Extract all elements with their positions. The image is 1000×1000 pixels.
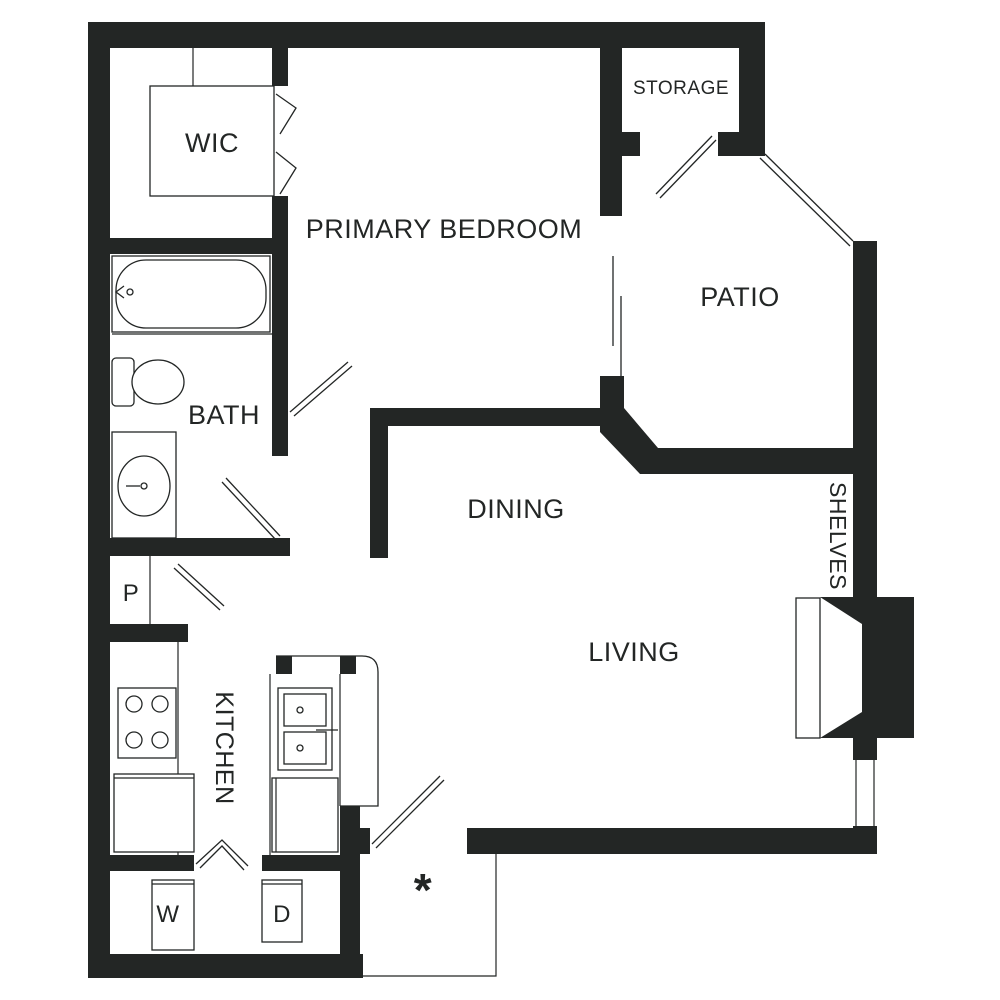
wic-shelving	[149, 48, 275, 197]
double-sink-icon	[277, 687, 338, 771]
toilet-icon	[111, 357, 185, 407]
tub-icon	[111, 255, 271, 333]
fireplace-icon	[795, 597, 821, 739]
sink-icon	[111, 431, 177, 539]
room-label-primary-bedroom: PRIMARY BEDROOM	[306, 214, 583, 244]
room-label-storage: STORAGE	[633, 78, 729, 99]
entry-marker: *	[414, 864, 432, 916]
room-label-bath: BATH	[188, 400, 260, 430]
room-label-washer: W	[156, 901, 179, 928]
room-label-dryer: D	[273, 901, 291, 928]
room-label-shelves: SHELVES	[825, 482, 851, 590]
washer	[151, 879, 195, 951]
doors	[173, 93, 875, 977]
room-label-patio: PATIO	[700, 282, 780, 312]
room-label-pantry: P	[123, 580, 140, 607]
room-label-dining: DINING	[467, 494, 565, 524]
room-label-kitchen: KITCHEN	[210, 691, 238, 804]
room-label-living: LIVING	[588, 637, 680, 667]
interior-walls	[110, 48, 914, 871]
room-label-wic: WIC	[185, 128, 239, 158]
stove-icon	[117, 687, 177, 759]
dryer	[261, 879, 303, 943]
outer-walls	[88, 22, 877, 978]
refrigerator	[113, 773, 195, 853]
dishwasher	[271, 777, 339, 853]
